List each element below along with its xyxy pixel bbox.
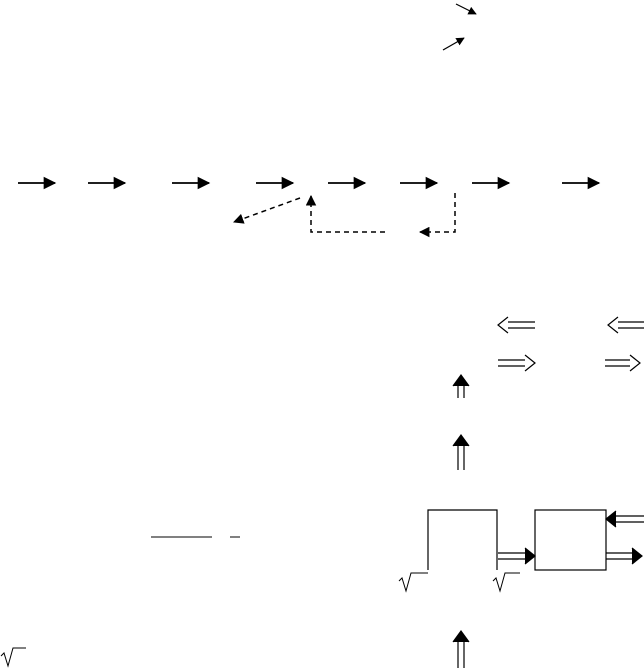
arrow-up-right: [442, 37, 465, 51]
bracket-box: [427, 509, 498, 570]
dashed-return-path: [418, 193, 456, 238]
double-arrows: [452, 316, 644, 668]
process-box: [534, 509, 607, 571]
arrow-down-right: [455, 3, 477, 15]
double-arrow-right-2: [605, 354, 641, 372]
dashed-arrow-down-left: [233, 197, 301, 224]
sqrt-symbol-1: [398, 572, 428, 593]
dashed-feedback-loop: [233, 193, 456, 238]
sqrt-symbol-2: [492, 572, 520, 593]
sqrt-symbols: [0, 572, 520, 668]
double-arrow-out-of-box: [606, 547, 643, 565]
double-arrow-into-box: [605, 510, 644, 528]
dashed-up-path: [305, 194, 385, 233]
double-arrow-up-1: [452, 373, 470, 398]
double-arrow-up-3: [452, 629, 470, 668]
double-arrow-up-2: [452, 433, 470, 470]
double-arrow-right-1: [498, 354, 536, 372]
sqrt-symbol-3: [0, 647, 26, 668]
double-arrow-between-boxes: [498, 547, 536, 565]
double-arrow-left-2: [607, 316, 644, 334]
double-arrow-left-1: [497, 316, 535, 334]
